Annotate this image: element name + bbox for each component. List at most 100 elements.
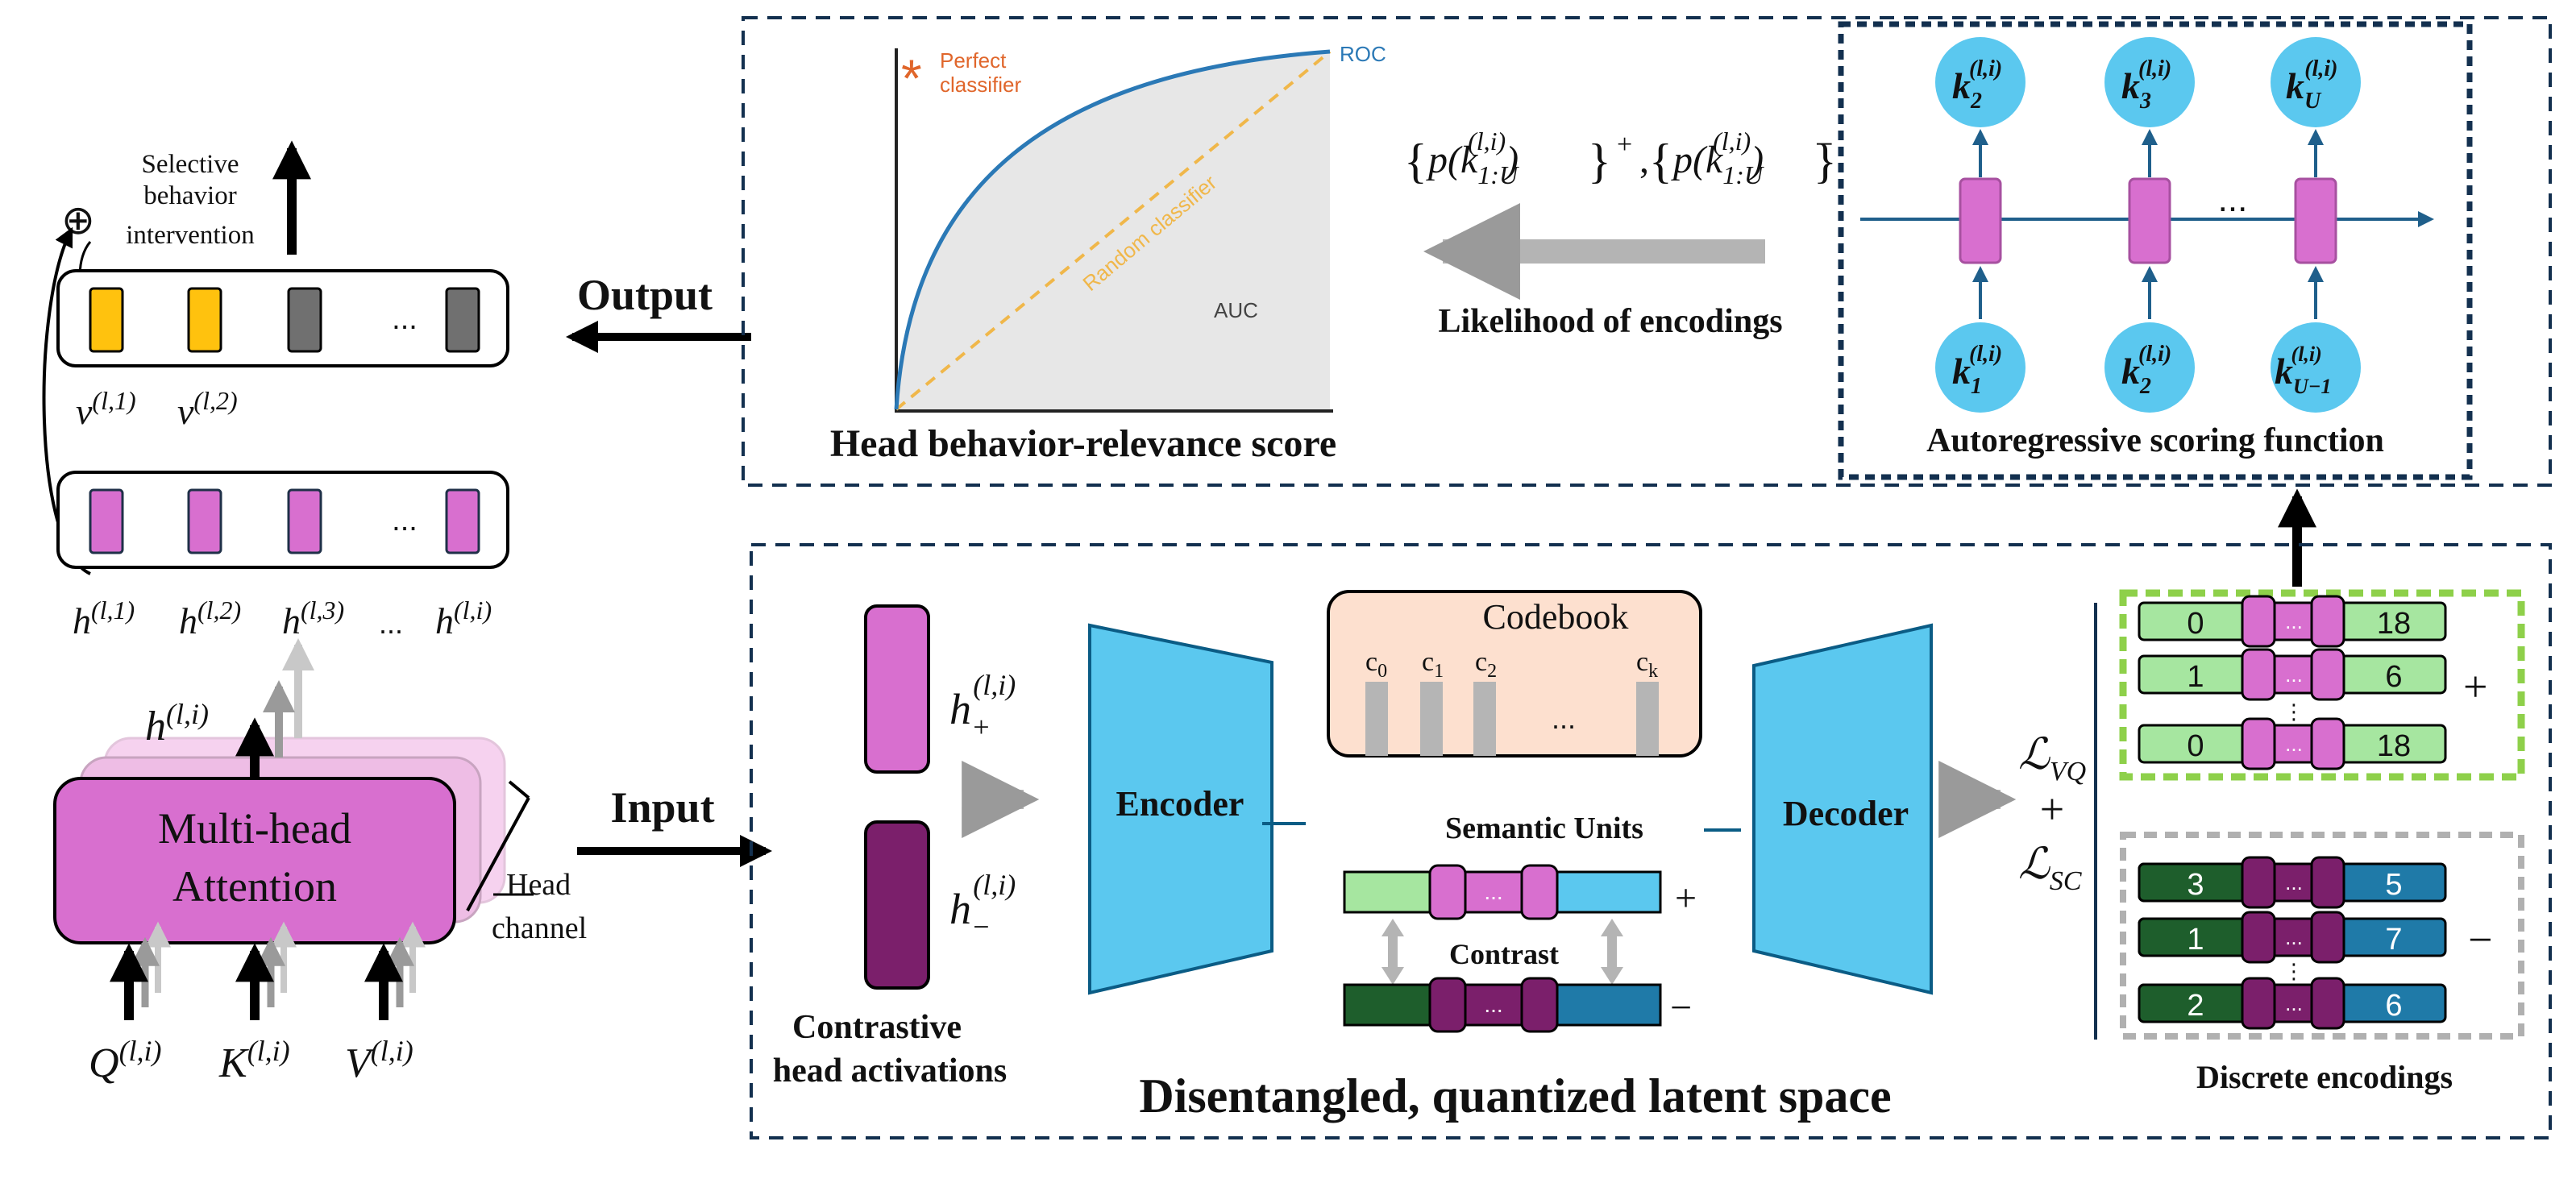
mha-title-1: Multi-head bbox=[158, 804, 351, 853]
svg-text:6: 6 bbox=[2385, 989, 2402, 1023]
svg-text:−: − bbox=[1815, 126, 1834, 162]
rnn-ellipsis: ... bbox=[2218, 180, 2248, 219]
perfect-label-2: classifier bbox=[940, 73, 1021, 97]
loss-vq: ℒVQ bbox=[2018, 730, 2086, 787]
likelihood-formula: { p(k1:U(l,i)) } + , { p(k1:U(l,i)) } − bbox=[1404, 126, 1837, 189]
v1-label: v(l,1) bbox=[76, 386, 136, 432]
svg-text:...: ... bbox=[2285, 609, 2303, 633]
h-label-3: h(l,3) bbox=[282, 596, 344, 641]
svg-text:,: , bbox=[1639, 139, 1649, 181]
svg-text:3: 3 bbox=[2187, 868, 2204, 902]
svg-text:ck: ck bbox=[1636, 647, 1658, 682]
left-panel: ⊕ Selective behavior intervention ... v(… bbox=[42, 140, 587, 1086]
svg-text:...: ... bbox=[2285, 732, 2303, 756]
rnn-top-label-1: k2(l,i) bbox=[1952, 56, 2002, 114]
svg-text:5: 5 bbox=[2385, 868, 2402, 902]
roc-curve bbox=[894, 49, 1331, 410]
rnn-cell-1 bbox=[1959, 177, 2002, 264]
v-ellipsis: ... bbox=[392, 302, 418, 336]
svg-text:p(k1:U(l,i)): p(k1:U(l,i)) bbox=[1426, 127, 1519, 189]
rnn-bottom-label-1: k1(l,i) bbox=[1952, 342, 2002, 399]
likelihood-label: Likelihood of encodings bbox=[1438, 303, 1782, 340]
stack-h-label: h(l,i) bbox=[145, 698, 209, 749]
svg-text:{: { bbox=[1649, 135, 1672, 188]
v-cell-3 bbox=[287, 287, 322, 353]
svg-text:2: 2 bbox=[2187, 989, 2204, 1023]
svg-text:1: 1 bbox=[2187, 923, 2204, 957]
positive-code-row-1: ... 0 18 bbox=[2138, 595, 2447, 648]
rnn-top-node-2 bbox=[2104, 37, 2195, 127]
h-cell-1 bbox=[89, 488, 124, 554]
rnn-cell-2 bbox=[2128, 177, 2171, 264]
svg-text:...: ... bbox=[2285, 870, 2303, 895]
contrastive-label-2: head activations bbox=[773, 1052, 1008, 1090]
svg-text:}: } bbox=[1588, 135, 1611, 188]
roc-plot: * Perfect classifier ROC Random classifi… bbox=[894, 42, 1386, 413]
head-channel-diagonal bbox=[466, 797, 530, 911]
v-vector-box bbox=[56, 269, 509, 367]
h-ellipsis: ... bbox=[392, 504, 418, 538]
mha-title-2: Attention bbox=[172, 862, 337, 911]
semantic-plus: + bbox=[1675, 877, 1697, 919]
encoder-block bbox=[1088, 623, 1273, 995]
head-channel-label-1: Head bbox=[506, 868, 571, 902]
rnn-top-label-2: k3(l,i) bbox=[2121, 56, 2171, 114]
autoreg-title: Autoregressive scoring function bbox=[1926, 422, 2384, 459]
rnn-top-node-1 bbox=[1935, 37, 2025, 127]
selective-label-1: Selective bbox=[142, 150, 239, 179]
v-cell-4 bbox=[445, 287, 480, 353]
negative-code-row-1: ... 3 5 bbox=[2138, 856, 2447, 909]
svg-text:c1: c1 bbox=[1422, 647, 1444, 682]
h-label-4: ... bbox=[379, 607, 403, 640]
codebook-entries: c0 c1 c2 ck ... bbox=[1365, 647, 1659, 756]
h-minus-bar bbox=[864, 820, 930, 990]
h-minus-label: h−(l,i) bbox=[949, 869, 1016, 943]
svg-text:6: 6 bbox=[2385, 660, 2402, 694]
v2-label: v(l,2) bbox=[177, 386, 238, 432]
loss-plus: + bbox=[2040, 785, 2064, 833]
roc-label: ROC bbox=[1340, 42, 1386, 66]
svg-text:...: ... bbox=[1484, 879, 1502, 904]
rnn-bottom-label-2: k2(l,i) bbox=[2121, 342, 2171, 399]
top-panel-border bbox=[742, 16, 2552, 487]
rnn-bottom-node-3 bbox=[2271, 322, 2361, 413]
rnn-top-label-3: kU(l,i) bbox=[2286, 56, 2337, 114]
v-cell-1 bbox=[89, 287, 124, 353]
h-label-2: h(l,2) bbox=[179, 596, 241, 641]
h-label-5: h(l,i) bbox=[435, 596, 492, 641]
selective-label-2: behavior bbox=[143, 181, 236, 210]
perfect-label-1: Perfect bbox=[940, 48, 1007, 73]
positive-vdots: ⋮ bbox=[2283, 699, 2304, 724]
svg-text:...: ... bbox=[1552, 702, 1576, 735]
auc-label: AUC bbox=[1214, 298, 1258, 322]
codebook-title: Codebook bbox=[1483, 597, 1629, 637]
rnn-top-node-3 bbox=[2271, 37, 2361, 127]
loss-sc: ℒSC bbox=[2018, 840, 2082, 896]
svg-text:...: ... bbox=[1484, 992, 1502, 1017]
svg-text:}: } bbox=[1814, 135, 1837, 188]
negative-code-row-3: ... 2 6 bbox=[2138, 977, 2447, 1030]
rnn-bottom-node-2 bbox=[2104, 322, 2195, 413]
rnn-bottom-label-3: kU−1(l,i) bbox=[2275, 342, 2332, 398]
autoreg-box bbox=[1838, 21, 2473, 480]
v-label: V(l,i) bbox=[345, 1035, 413, 1086]
discrete-title: Discrete encodings bbox=[2196, 1059, 2453, 1095]
h-vector-box bbox=[56, 471, 509, 569]
positive-code-row-3: ... 0 18 bbox=[2138, 717, 2447, 770]
attention-module bbox=[53, 777, 456, 944]
positive-encodings-box bbox=[2119, 589, 2525, 781]
bottom-panel-border bbox=[750, 543, 2552, 1139]
svg-text:18: 18 bbox=[2377, 729, 2411, 763]
oplus-symbol: ⊕ bbox=[61, 197, 95, 243]
h-plus-label: h+(l,i) bbox=[949, 669, 1016, 743]
output-label: Output bbox=[577, 271, 713, 319]
h-cell-2 bbox=[187, 488, 222, 554]
contrastive-label-1: Contrastive bbox=[792, 1009, 962, 1046]
h-cell-3 bbox=[287, 488, 322, 554]
selective-label-3: intervention bbox=[126, 221, 254, 250]
h-cell-4 bbox=[445, 488, 480, 554]
svg-text:...: ... bbox=[2285, 662, 2303, 687]
svg-text:+: + bbox=[1617, 130, 1632, 160]
encoder-label: Encoder bbox=[1116, 784, 1244, 824]
v-cell-2 bbox=[187, 287, 222, 353]
